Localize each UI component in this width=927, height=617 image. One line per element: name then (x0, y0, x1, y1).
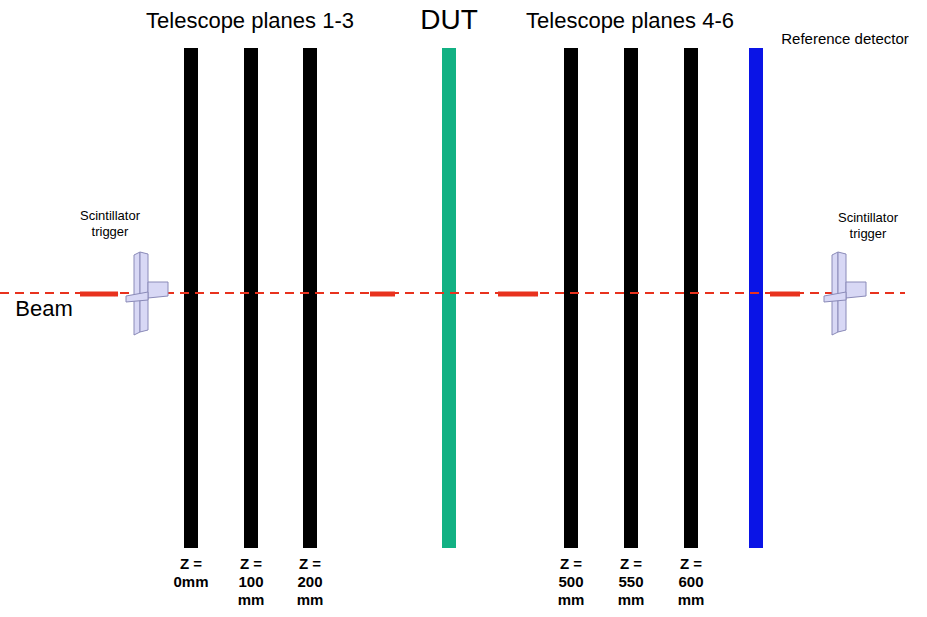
z-position: Z = 550 mm (612, 555, 650, 609)
scintillator-symbol (824, 252, 866, 335)
trigger-label: Scintillator trigger (70, 208, 150, 239)
z-position: Z = 200 mm (291, 555, 329, 609)
scintillator-symbol (126, 252, 168, 335)
z-position: Z = 500 mm (552, 555, 590, 609)
beam-arrows (80, 292, 800, 297)
dut-plane (442, 48, 456, 548)
z-position: Z = 0mm (172, 555, 210, 591)
telescope-planes (184, 48, 698, 548)
beam-label: Beam (15, 296, 72, 322)
reference-plane (749, 48, 763, 548)
trigger-label: Scintillator trigger (828, 210, 908, 241)
group-heading: Telescope planes 4-6 (526, 8, 734, 34)
group-heading: Telescope planes 1-3 (146, 8, 354, 34)
z-position: Z = 100 mm (232, 555, 270, 609)
dut-heading: DUT (420, 3, 478, 37)
detector-heading: Reference detector (781, 30, 909, 48)
z-position: Z = 600 mm (672, 555, 710, 609)
